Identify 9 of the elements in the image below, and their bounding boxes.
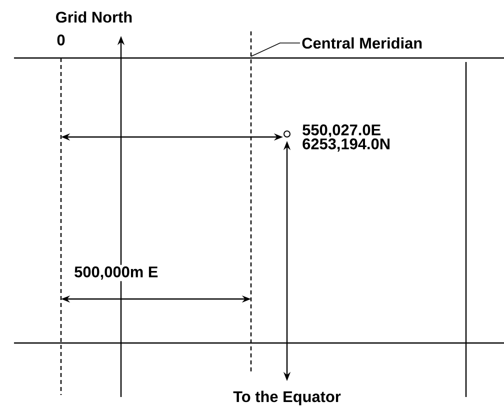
coordinate-label: 6253,194.0N: [300, 136, 392, 154]
leader-line: [250, 42, 300, 57]
callout-text: Central Meridian: [302, 37, 422, 49]
dimension-label: 500,000m E: [72, 264, 160, 282]
coordinate-label: 550,027.0E: [300, 122, 383, 140]
label: 0: [55, 33, 67, 47]
label: To the Equator: [232, 389, 342, 407]
meridian-line: [250, 31, 252, 374]
label: Grid North: [54, 10, 134, 24]
